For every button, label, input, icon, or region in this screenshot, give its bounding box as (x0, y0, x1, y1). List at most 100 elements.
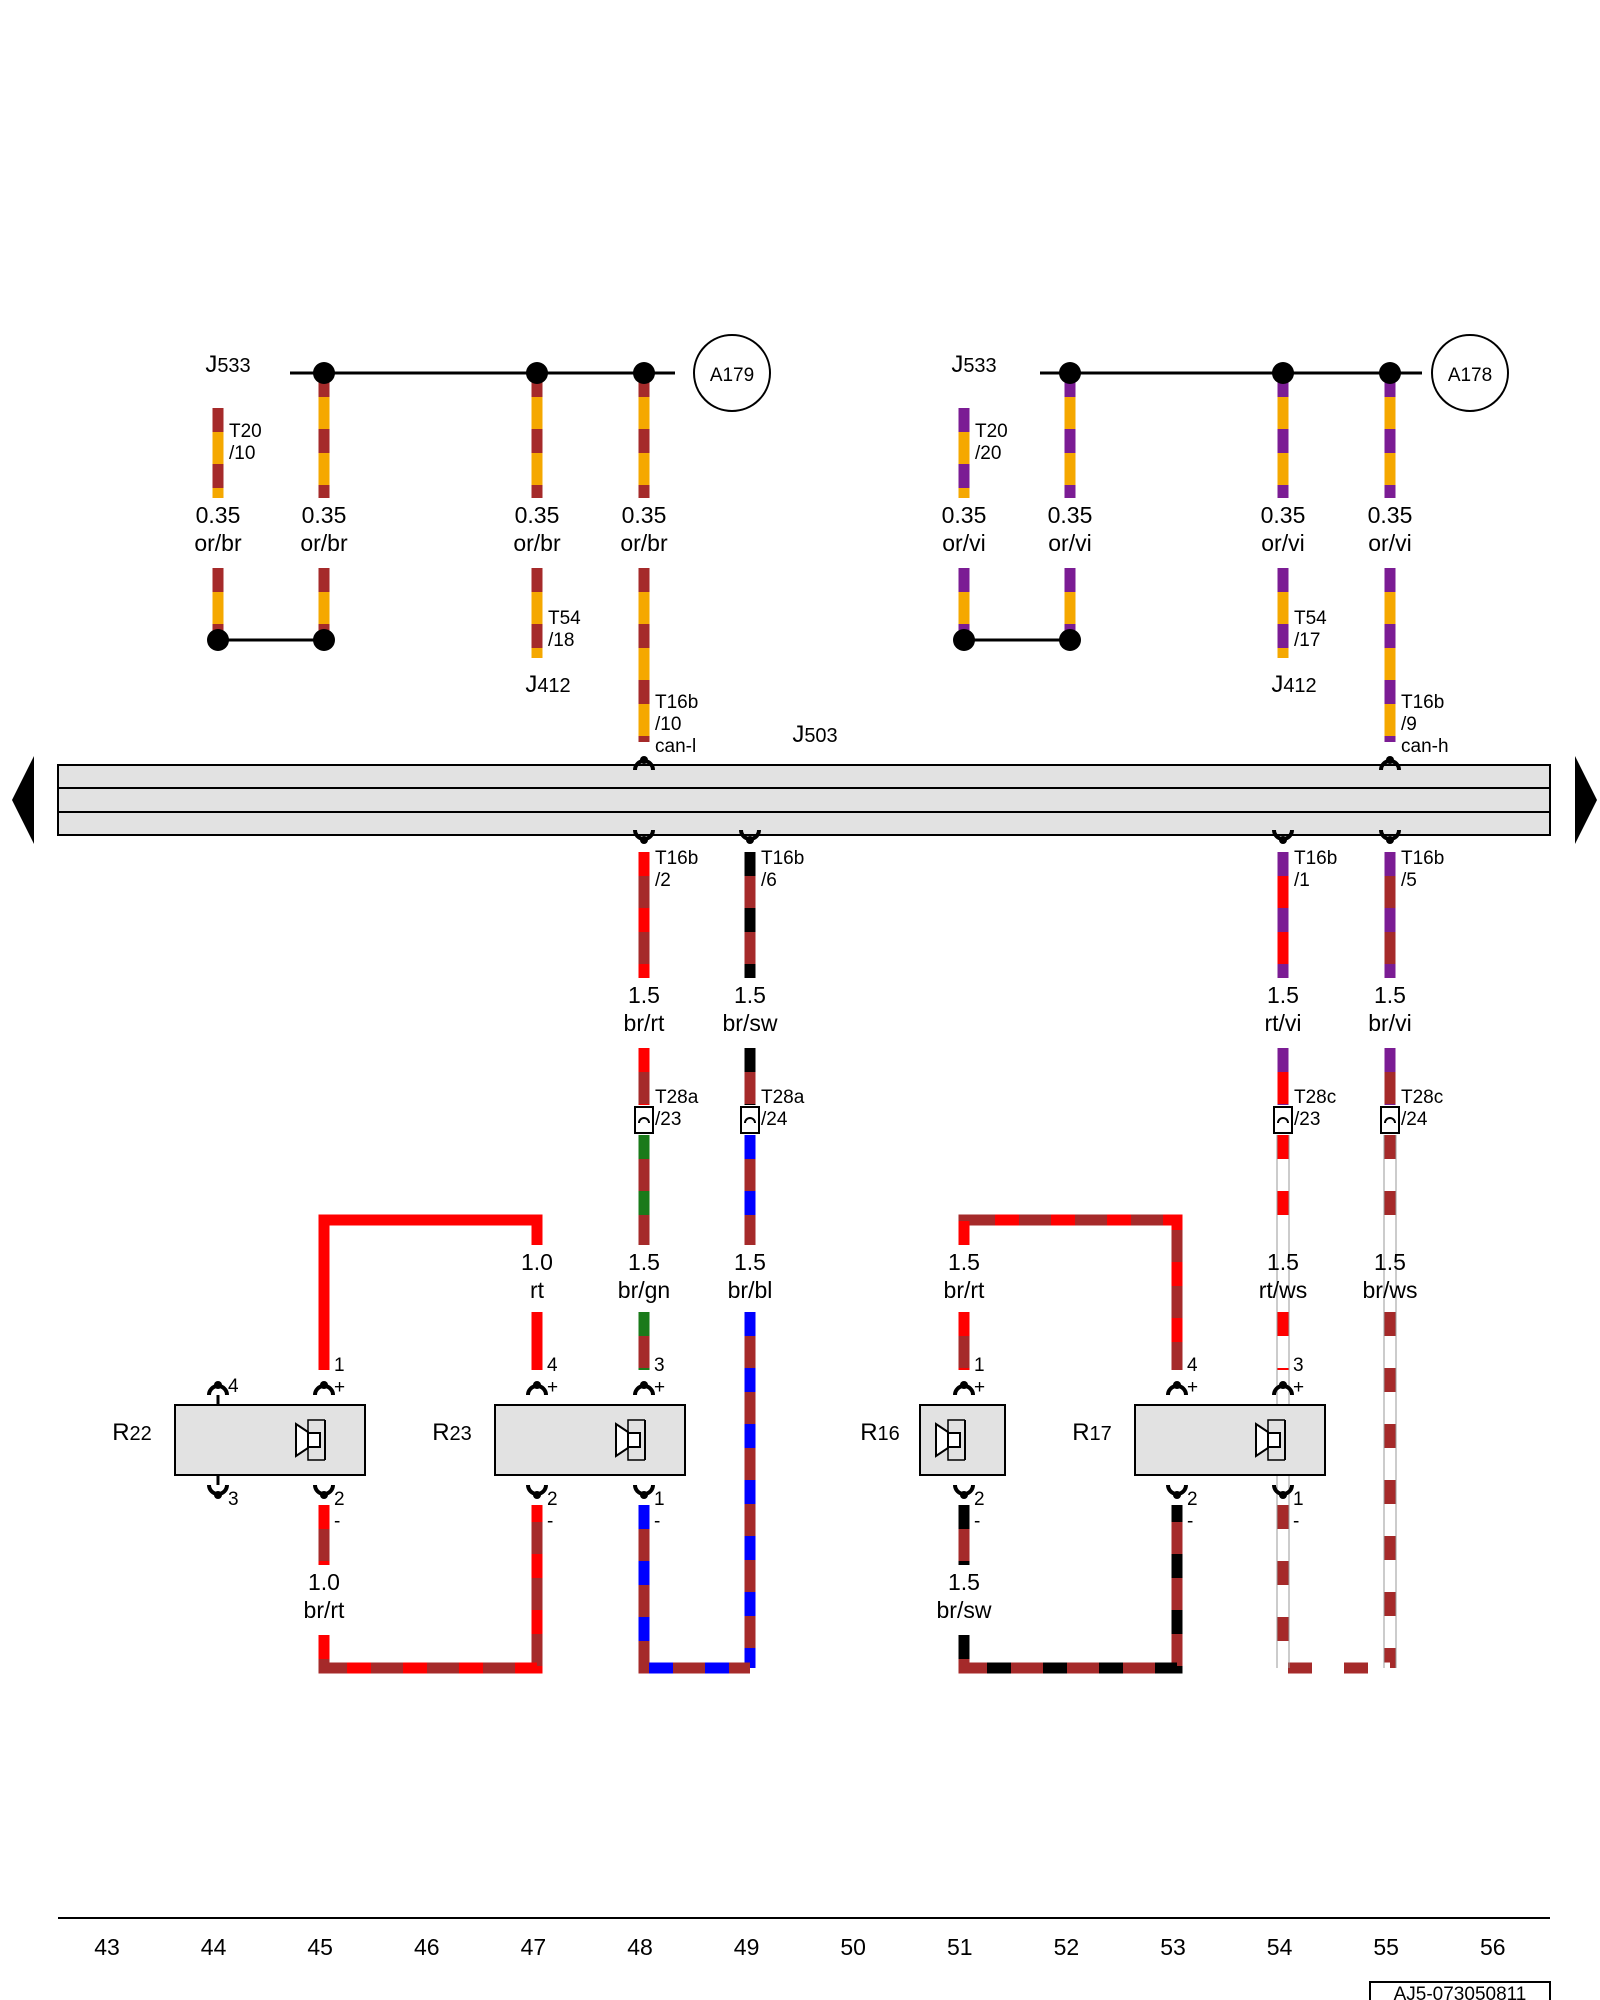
wire-55-top-size: 0.35 (1368, 502, 1413, 528)
pin-speaker-top-dot (320, 1381, 328, 1389)
connector-t28a_24-line0: T28a (761, 1087, 805, 1108)
fuse-t28c-24 (1380, 1106, 1400, 1134)
wire-55-top-color: or/vi (1368, 530, 1411, 556)
pin-t16b-10-dot (640, 756, 648, 764)
wire-54-low-size: 1.5 (1267, 1249, 1299, 1275)
fuse-t28c-24-arc (1384, 1117, 1396, 1124)
connector-t28a_23-line1: /23 (655, 1109, 681, 1130)
speaker-r22-magnet (307, 1432, 321, 1448)
connector-t54_17-line1: /17 (1294, 630, 1320, 651)
j412-left-label: J412 (525, 671, 570, 698)
pin-plus: + (654, 1377, 665, 1398)
pin-speaker-bottom-dot (960, 1491, 968, 1499)
pin-r22_1: 1 (334, 1355, 345, 1376)
connector-t28c_24-line1: /24 (1401, 1109, 1428, 1130)
connector-t16b_10-line0: T16b (655, 692, 698, 713)
pin-speaker-top-dot (1279, 1381, 1287, 1389)
pin-t16b-1-dot (1279, 836, 1287, 844)
connector-t16b_10-line2: can-l (655, 736, 696, 757)
wire-49-low-color: br/bl (728, 1277, 773, 1303)
pin-plus: + (334, 1377, 345, 1398)
j533-left-junction (633, 362, 655, 384)
grid-number: 55 (1373, 1934, 1399, 1960)
r16-label: R16 (860, 1419, 900, 1446)
connector-t16b_1-line0: T16b (1294, 848, 1337, 869)
wire-51-size: 0.35 (942, 502, 987, 528)
a178-circle (1431, 334, 1509, 412)
speaker-r17-magnet (1267, 1432, 1281, 1448)
shape-layer (58, 334, 1551, 2000)
wire-51-bot-color: br/sw (937, 1597, 992, 1623)
wire-49-mid-color: br/sw (723, 1010, 778, 1036)
connector-t20_20-line1: /20 (975, 443, 1001, 464)
pin-r17_3: 3 (1293, 1355, 1304, 1376)
connector-t16b_1-line1: /1 (1294, 870, 1310, 891)
pin-r22_3: 3 (228, 1489, 239, 1510)
connector-t20_20-line0: T20 (975, 421, 1008, 442)
wire-45-bot-color: br/rt (304, 1597, 346, 1623)
connector-t20_10-line1: /10 (229, 443, 255, 464)
grid-number: 53 (1160, 1934, 1186, 1960)
wire-48-low-color: br/gn (618, 1277, 670, 1303)
wire-loop-54-55-bot-stripe (1277, 1505, 1390, 1674)
wire-rt-loop-45-47 (318, 1214, 543, 1370)
wire-51-bot-size: 1.5 (948, 1569, 980, 1595)
speaker-r23-magnet (627, 1432, 641, 1448)
grid-number: 56 (1480, 1934, 1506, 1960)
pin-minus: - (334, 1511, 340, 1532)
wire-45-size: 0.35 (302, 502, 347, 528)
pin-speaker-top-dot (214, 1381, 222, 1389)
wire-52-size: 0.35 (1048, 502, 1093, 528)
j533-right-junction (1059, 362, 1081, 384)
connector-t16b_9-line2: can-h (1401, 736, 1449, 757)
a179-circle (693, 334, 771, 412)
bus-continue-right-arrow (1575, 756, 1597, 844)
pin-minus: - (974, 1511, 980, 1532)
wire-brrt-loop-51-53 (958, 1214, 1183, 1370)
speaker-r23-body (494, 1404, 686, 1476)
grid-number: 52 (1054, 1934, 1080, 1960)
wire-54-top-color: or/vi (1261, 530, 1304, 556)
pin-r16_2: 2 (974, 1489, 985, 1510)
wire-51-color: or/vi (942, 530, 985, 556)
can-bus-j503 (12, 756, 1597, 844)
pin-speaker-top-dot (533, 1381, 541, 1389)
footer-id: AJ5-073050811 (1394, 1984, 1527, 2000)
wire-54-low-color: rt/ws (1259, 1277, 1308, 1303)
speaker-r17-body (1134, 1404, 1326, 1476)
j533-left-label: J533 (205, 351, 250, 378)
r22-label: R22 (112, 1419, 152, 1446)
grid-number: 45 (307, 1934, 333, 1960)
pin-minus: - (547, 1511, 553, 1532)
pin-plus: + (547, 1377, 558, 1398)
wire-48-top-color: or/br (620, 530, 668, 556)
bridge-52-dot (1059, 629, 1081, 651)
pin-speaker-top-dot (640, 1381, 648, 1389)
grid-number: 47 (521, 1934, 547, 1960)
wire-48-top-size: 0.35 (622, 502, 667, 528)
pin-r17_4: 4 (1187, 1355, 1198, 1376)
fuse-t28a-23-arc (638, 1117, 650, 1124)
connector-t20_10-line0: T20 (229, 421, 262, 442)
grid-number: 44 (201, 1934, 227, 1960)
grid-number: 51 (947, 1934, 973, 1960)
pin-speaker-top-dot (960, 1381, 968, 1389)
connector-t16b_10-line1: /10 (655, 714, 681, 735)
fuse-t28a-23 (634, 1106, 654, 1134)
wire-54-mid-color: rt/vi (1264, 1010, 1301, 1036)
wire-48-low-size: 1.5 (628, 1249, 660, 1275)
grid-number: 46 (414, 1934, 440, 1960)
speaker-r16-body (919, 1404, 1006, 1476)
wire-54-top-size: 0.35 (1261, 502, 1306, 528)
j412-right-label: J412 (1271, 671, 1316, 698)
pin-r23_3: 3 (654, 1355, 665, 1376)
connector-t28c_23-line0: T28c (1294, 1087, 1336, 1108)
wire-48-mid-size: 1.5 (628, 982, 660, 1008)
wire-51-low-size: 1.5 (948, 1249, 980, 1275)
text-layer: A179J533T20/100.35or/br0.35or/br0.35or/b… (94, 351, 1526, 2000)
a178-label: A178 (1448, 365, 1492, 386)
connector-t16b_6-line1: /6 (761, 870, 777, 891)
pin-speaker-bottom-dot (214, 1491, 222, 1499)
wire-47-color: or/br (513, 530, 561, 556)
j533-left-junction (313, 362, 335, 384)
